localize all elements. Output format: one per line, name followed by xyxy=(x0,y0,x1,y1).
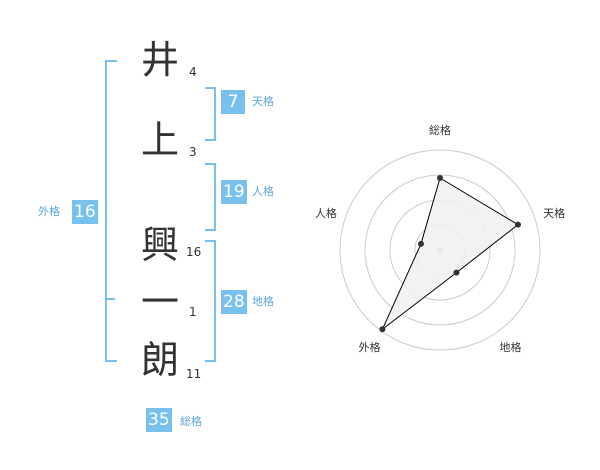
radar-point-1 xyxy=(514,221,521,228)
soukaku-label: 総格 xyxy=(180,415,202,428)
radar-axis-label-2: 地格 xyxy=(500,340,522,354)
radar-point-3 xyxy=(379,326,386,333)
stroke-count-5: 11 xyxy=(186,367,202,381)
tenkaku-label: 天格 xyxy=(252,95,274,108)
stroke-count-4: 1 xyxy=(189,305,197,319)
soukaku-value: 35 xyxy=(146,408,172,432)
gaikaku-value: 16 xyxy=(72,200,98,224)
jinkaku-value: 19 xyxy=(221,180,247,204)
name-char-3: 興 xyxy=(140,223,179,267)
radar-points xyxy=(379,175,521,333)
name-char-5: 朗 xyxy=(140,338,179,382)
chikaku-label: 地格 xyxy=(252,295,274,308)
name-char-2: 上 xyxy=(140,118,179,162)
radar-point-2 xyxy=(453,269,460,276)
name-char-1: 井 xyxy=(140,38,179,82)
radar-point-0 xyxy=(437,175,443,181)
bracket-tenkaku xyxy=(205,87,216,141)
jinkaku-label: 人格 xyxy=(252,185,274,198)
radar-axis-label-4: 人格 xyxy=(315,206,337,220)
radar-axis-label-1: 天格 xyxy=(543,206,565,220)
radar-ring-4 xyxy=(339,149,541,351)
chikaku-value: 28 xyxy=(221,290,247,314)
stroke-count-1: 4 xyxy=(189,65,197,79)
stroke-count-3: 16 xyxy=(186,245,202,259)
gaikaku-label: 外格 xyxy=(38,205,60,218)
radar-axis-label-3: 外格 xyxy=(358,340,380,354)
bracket-chikaku xyxy=(205,240,216,362)
name-char-4: 一 xyxy=(140,280,179,324)
radar-area xyxy=(381,177,519,330)
tenkaku-value: 7 xyxy=(221,90,245,114)
radar-axis-label-0: 総格 xyxy=(429,123,451,137)
bracket-jinkaku xyxy=(205,163,216,231)
radar-point-4 xyxy=(417,240,424,247)
stroke-count-2: 3 xyxy=(189,145,197,159)
